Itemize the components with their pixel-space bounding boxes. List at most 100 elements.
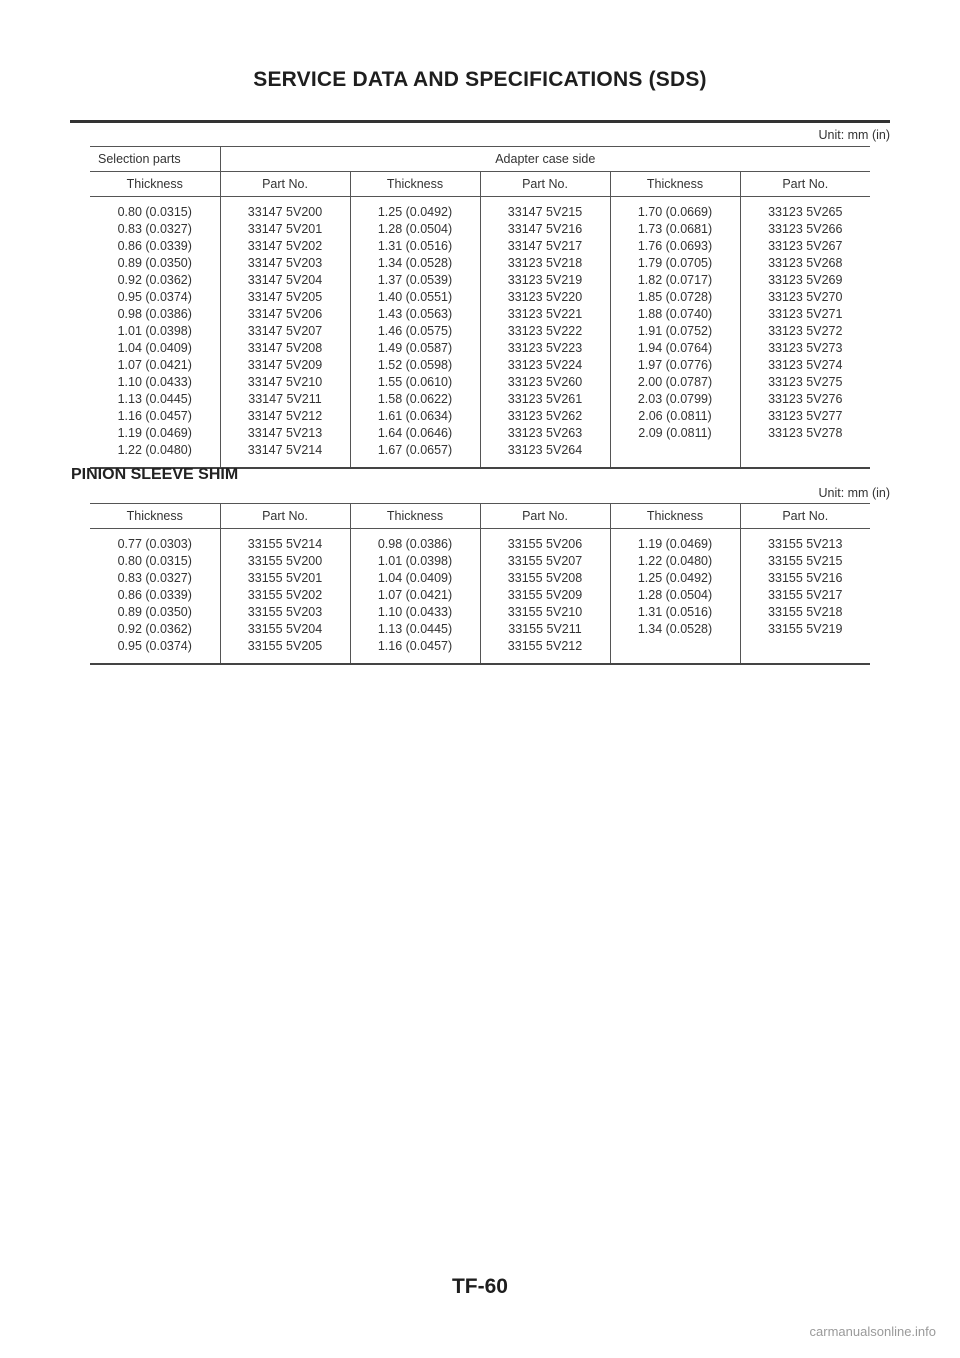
table-cell: 33123 5V224 <box>507 358 583 372</box>
table-cell: 33123 5V264 <box>507 443 583 457</box>
table-cell: 0.95 (0.0374) <box>117 290 192 304</box>
table-cell: 1.46 (0.0575) <box>377 324 453 338</box>
table-cell: 33147 5V202 <box>247 239 323 253</box>
table-cell: 0.98 (0.0386) <box>377 537 453 551</box>
table-cell: 33147 5V211 <box>248 392 322 406</box>
table-cell: 1.04 (0.0409) <box>377 571 453 585</box>
table-cell: 2.09 (0.0811) <box>638 426 712 440</box>
thickness-column: 0.77 (0.0303)0.80 (0.0315)0.83 (0.0327)0… <box>90 528 220 665</box>
table-cell: 33147 5V217 <box>507 239 583 253</box>
table-cell: 33155 5V207 <box>507 554 583 568</box>
header-divider <box>70 120 890 123</box>
table-cell: 33147 5V204 <box>247 273 323 287</box>
table-cell: 1.52 (0.0598) <box>377 358 453 372</box>
table-cell: 33123 5V274 <box>768 358 843 372</box>
table-cell: 33123 5V222 <box>507 324 583 338</box>
table-cell: 33123 5V221 <box>507 307 583 321</box>
table-cell: 33123 5V278 <box>768 426 843 440</box>
table-cell: 1.76 (0.0693) <box>637 239 713 253</box>
table-cell: 33155 5V214 <box>247 537 323 551</box>
table-cell: 2.06 (0.0811) <box>638 409 712 423</box>
table-cell: 1.94 (0.0764) <box>637 341 713 355</box>
thickness-column: 0.80 (0.0315)0.83 (0.0327)0.86 (0.0339)0… <box>90 196 220 469</box>
table-cell: 1.61 (0.0634) <box>377 409 453 423</box>
table-cell: 33147 5V215 <box>507 205 583 219</box>
table-row: 0.80 (0.0315)0.83 (0.0327)0.86 (0.0339)0… <box>90 196 871 469</box>
part-number-column: 33147 5V215 33147 5V216 33147 5V217 33123 5… <box>479 196 610 469</box>
table-cell: 33155 5V215 <box>768 554 843 568</box>
table-cell: 33123 5V277 <box>768 409 843 423</box>
table-cell: 1.82 (0.0717) <box>637 273 713 287</box>
table-cell: 33123 5V265 <box>768 205 843 219</box>
column-header: Part No. <box>739 171 871 197</box>
table-cell: 1.34 (0.0528) <box>377 256 453 270</box>
column-header: Part No. <box>479 171 610 197</box>
table-cell: 0.89 (0.0350) <box>117 605 192 619</box>
table-cell: 33155 5V213 <box>768 537 843 551</box>
table-cell: 33123 5V262 <box>507 409 583 423</box>
table-cell: 1.28 (0.0504) <box>637 588 713 602</box>
table-cell: 1.22 (0.0480) <box>117 443 192 457</box>
table-cell: 2.03 (0.0799) <box>637 392 713 406</box>
table-cell: 33123 5V272 <box>768 324 843 338</box>
table-cell: 1.91 (0.0752) <box>637 324 713 338</box>
selection-parts-header: Selection parts <box>90 146 220 172</box>
table-cell: 1.25 (0.0492) <box>637 571 713 585</box>
table-cell: 1.16 (0.0457) <box>377 639 453 653</box>
column-header: Thickness <box>90 503 220 529</box>
adapter-case-side-label: Adapter case side <box>495 152 596 166</box>
table-cell: 1.13 (0.0445) <box>377 622 453 636</box>
table-cell: 33147 5V210 <box>247 375 323 389</box>
table-cell: 0.89 (0.0350) <box>117 256 192 270</box>
table-cell: 33123 5V267 <box>768 239 843 253</box>
table-cell: 0.92 (0.0362) <box>117 273 192 287</box>
page-number: TF-60 <box>451 1275 508 1298</box>
table-cell: 33155 5V211 <box>508 622 582 636</box>
table-cell: 1.64 (0.0646) <box>377 426 453 440</box>
adapter-case-shim-table: Selection parts Adapter case side Thickn… <box>90 146 871 469</box>
table-cell: 1.97 (0.0776) <box>637 358 713 372</box>
table2-unit-note: Unit: mm (in) <box>818 486 890 500</box>
table-cell: 33147 5V200 <box>247 205 323 219</box>
table-row: 0.77 (0.0303)0.80 (0.0315)0.83 (0.0327)0… <box>90 528 870 665</box>
table-cell: 33155 5V218 <box>768 605 843 619</box>
table-cell: 1.58 (0.0622) <box>377 392 453 406</box>
table-cell: 0.83 (0.0327) <box>117 571 192 585</box>
column-header: Thickness <box>349 171 480 197</box>
table-cell: 2.00 (0.0787) <box>637 375 713 389</box>
table-cell: 0.80 (0.0315) <box>117 554 192 568</box>
table-cell: 0.86 (0.0339) <box>117 239 192 253</box>
table-cell: 1.73 (0.0681) <box>637 222 713 236</box>
table1-unit-note: Unit: mm (in) <box>818 128 890 142</box>
column-header: Part No. <box>479 503 610 529</box>
table-cell: 33123 5V261 <box>507 392 583 406</box>
table-cell: 1.19 (0.0469) <box>637 537 713 551</box>
table-cell: 1.31 (0.0516) <box>377 239 453 253</box>
table-cell: 33155 5V209 <box>507 588 583 602</box>
table-cell: 33147 5V203 <box>247 256 323 270</box>
table-cell: 33123 5V269 <box>768 273 843 287</box>
section-title: PINION SLEEVE SHIM <box>71 466 239 483</box>
table-cell: 33147 5V201 <box>247 222 323 236</box>
thickness-column: 1.70 (0.0669) 1.73 (0.0681) 1.76 (0.0693) 1… <box>609 196 740 469</box>
table-cell: 33123 5V219 <box>507 273 583 287</box>
table-cell: 1.85 (0.0728) <box>637 290 713 304</box>
table-cell: 33123 5V218 <box>507 256 583 270</box>
table-cell: 33147 5V209 <box>247 358 323 372</box>
column-header: Thickness <box>349 503 480 529</box>
table-cell: 33155 5V208 <box>507 571 583 585</box>
table-cell: 0.92 (0.0362) <box>117 622 192 636</box>
column-header: Thickness <box>90 171 220 197</box>
table-cell: 33155 5V217 <box>768 588 843 602</box>
table-cell: 33123 5V220 <box>507 290 583 304</box>
table-cell: 33123 5V268 <box>768 256 843 270</box>
table-cell: 33147 5V216 <box>507 222 583 236</box>
table-cell: 33155 5V203 <box>247 605 323 619</box>
table-cell: 33155 5V200 <box>247 554 323 568</box>
table-cell: 33155 5V219 <box>768 622 843 636</box>
table-cell: 1.70 (0.0669) <box>637 205 713 219</box>
